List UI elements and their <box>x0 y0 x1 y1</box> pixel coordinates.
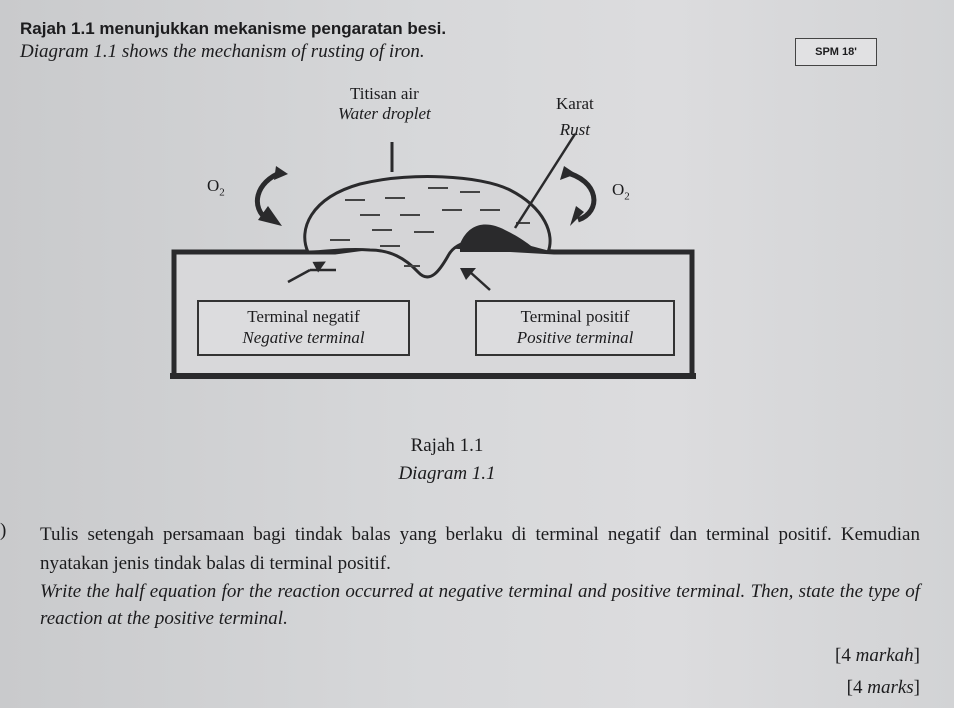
rust-malay: Karat <box>556 94 594 113</box>
question-malay: Tulis setengah persamaan bagi tindak bal… <box>40 524 920 574</box>
oxygen-right-arrowhead <box>560 166 576 180</box>
negative-terminal-english: Negative terminal <box>242 328 365 347</box>
caption-malay: Rajah 1.1 <box>410 435 484 456</box>
rust-deposit <box>460 224 538 252</box>
positive-terminal-malay: Terminal positif <box>520 307 630 326</box>
oxygen-right-arrow <box>563 169 597 223</box>
electron-arrow-left <box>287 268 311 284</box>
intro-english: Diagram 1.1 shows the mechanism of rusti… <box>20 41 425 62</box>
intro-text: Rajah 1.1 menunjukkan mekanisme pengarat… <box>20 18 780 64</box>
intro-malay: Rajah 1.1 menunjukkan mekanisme pengarat… <box>20 19 447 38</box>
diagram-caption: Rajah 1.1 Diagram 1.1 <box>0 432 954 488</box>
question-text: Tulis setengah persamaan bagi tindak bal… <box>40 520 920 632</box>
negative-terminal-box: Terminal negatif Negative terminal <box>197 300 410 356</box>
rust-label: Karat Rust <box>556 94 594 140</box>
marks-english: [4 marks] <box>846 677 920 698</box>
question-number: ) <box>0 520 7 541</box>
positive-terminal-box: Terminal positif Positive terminal <box>475 300 675 356</box>
water-droplet-label: Titisan air Water droplet <box>338 84 431 124</box>
oxygen-left-label: O2 <box>207 176 225 199</box>
rust-leader <box>513 133 577 229</box>
water-droplet-malay: Titisan air <box>349 84 419 103</box>
oxygen-right-label: O2 <box>612 180 630 203</box>
question-english: Write the half equation for the reaction… <box>40 581 920 629</box>
positive-terminal-english: Positive terminal <box>516 328 634 347</box>
caption-english: Diagram 1.1 <box>398 463 496 484</box>
negative-terminal-malay: Terminal negatif <box>247 307 360 326</box>
oxygen-left-arrowhead <box>258 206 282 226</box>
electron-arrow-right <box>469 271 491 291</box>
marks-malay: [4 markah] <box>835 645 920 666</box>
water-droplet-english: Water droplet <box>338 104 431 123</box>
rust-english: Rust <box>559 120 590 139</box>
marks-allocation: [4 markah] [4 marks] <box>835 640 920 704</box>
spm-year-badge: SPM 18' <box>795 38 877 66</box>
